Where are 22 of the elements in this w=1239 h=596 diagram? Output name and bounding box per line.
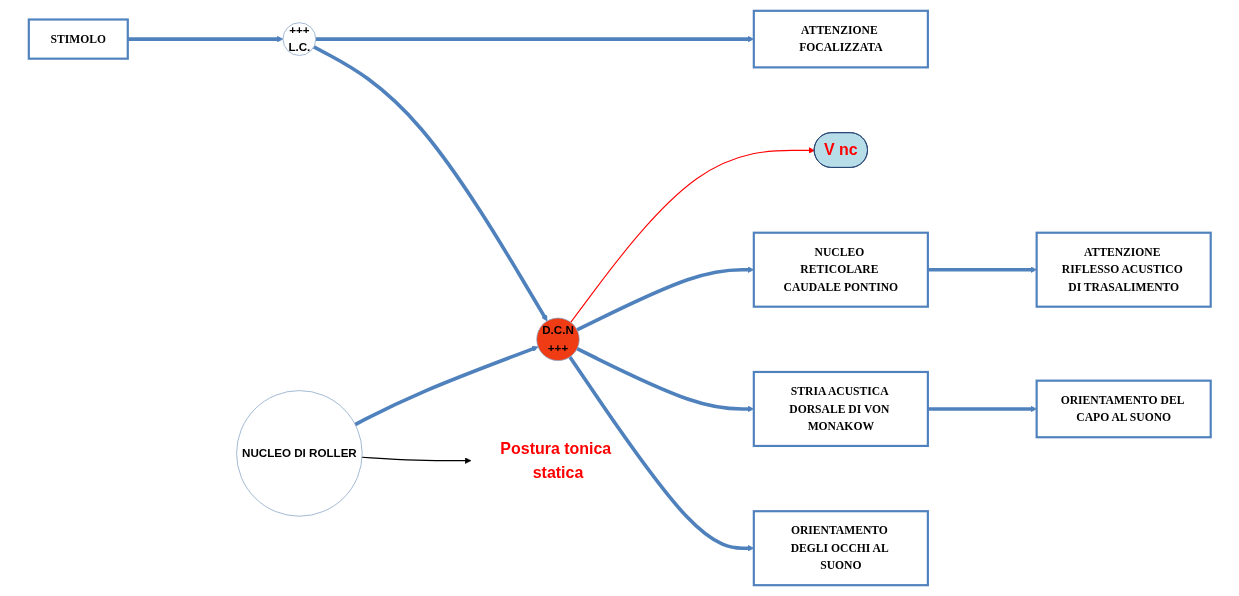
node-box: STRIA ACUSTICA DORSALE DI VON MONAKOW <box>752 370 929 448</box>
arrow <box>576 347 754 413</box>
node-circle: NUCLEO DI ROLLER <box>235 390 363 517</box>
node-box: ORIENTAMENTO DEL CAPO AL SUONO <box>1035 379 1212 439</box>
arrow <box>569 147 815 323</box>
arrow <box>127 35 283 43</box>
node-box: ORIENTAMENTO DEGLI OCCHI AL SUONO <box>752 510 929 587</box>
arrow <box>354 345 539 427</box>
arrow <box>315 35 754 43</box>
arrow <box>361 456 471 464</box>
node-circle: +++ L.C. <box>282 22 316 56</box>
node-box: STIMOLO <box>27 18 129 60</box>
arrow <box>927 405 1037 413</box>
arrow <box>312 45 548 322</box>
arrow <box>568 355 754 552</box>
node-text: Postura tonica statica <box>500 439 611 482</box>
node-circle: D.C.N +++ <box>536 317 580 361</box>
arrow <box>576 266 754 332</box>
node-box: ATTENZIONE RIFLESSO ACUSTICO DI TRASALIMENTO <box>1035 231 1212 308</box>
node-box: NUCLEO RETICOLARE CAUDALE PONTINO <box>752 231 929 308</box>
node-box: ATTENZIONE FOCALIZZATA <box>752 9 929 69</box>
arrow <box>927 266 1037 273</box>
